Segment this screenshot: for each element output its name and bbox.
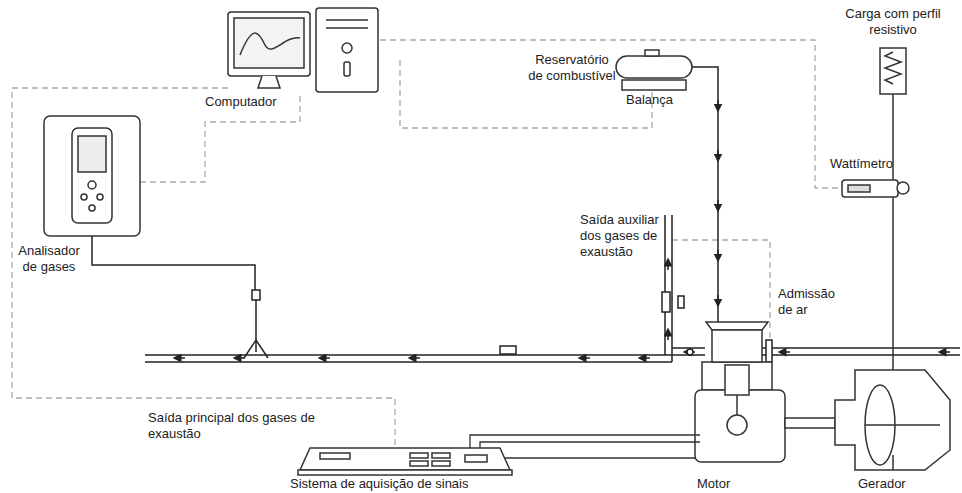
wattmeter-label: Wattímetro	[830, 156, 910, 172]
analyzer-label: Analisador de gases	[14, 243, 84, 275]
sensor-wires	[470, 435, 700, 458]
probe	[92, 236, 268, 358]
scale-label: Balança	[626, 92, 686, 108]
aux-exhaust-label: Saída auxiliar dos gases de exaustão	[580, 212, 660, 260]
fuel-tank	[616, 50, 692, 90]
main-exhaust-label: Saída principal dos gases de exaustão	[148, 410, 348, 442]
air-intake-label: Admissão de ar	[778, 286, 838, 318]
acquisition-label: Sistema de aquisição de sinais	[290, 476, 520, 492]
computer	[228, 8, 378, 92]
computer-label: Computador	[205, 94, 285, 110]
generator-label: Gerador	[858, 476, 918, 492]
engine-label: Motor	[697, 476, 747, 492]
tank-label: Reservatório de combustível	[528, 52, 616, 84]
fuel-line	[692, 67, 718, 330]
gas-analyzer	[44, 116, 140, 236]
engine	[695, 322, 835, 462]
load-label: Carga com perfil resistivo	[842, 6, 944, 38]
signal-lines	[12, 40, 838, 445]
acquisition-system	[298, 448, 512, 475]
generator	[835, 370, 950, 470]
air-intake	[750, 340, 960, 362]
